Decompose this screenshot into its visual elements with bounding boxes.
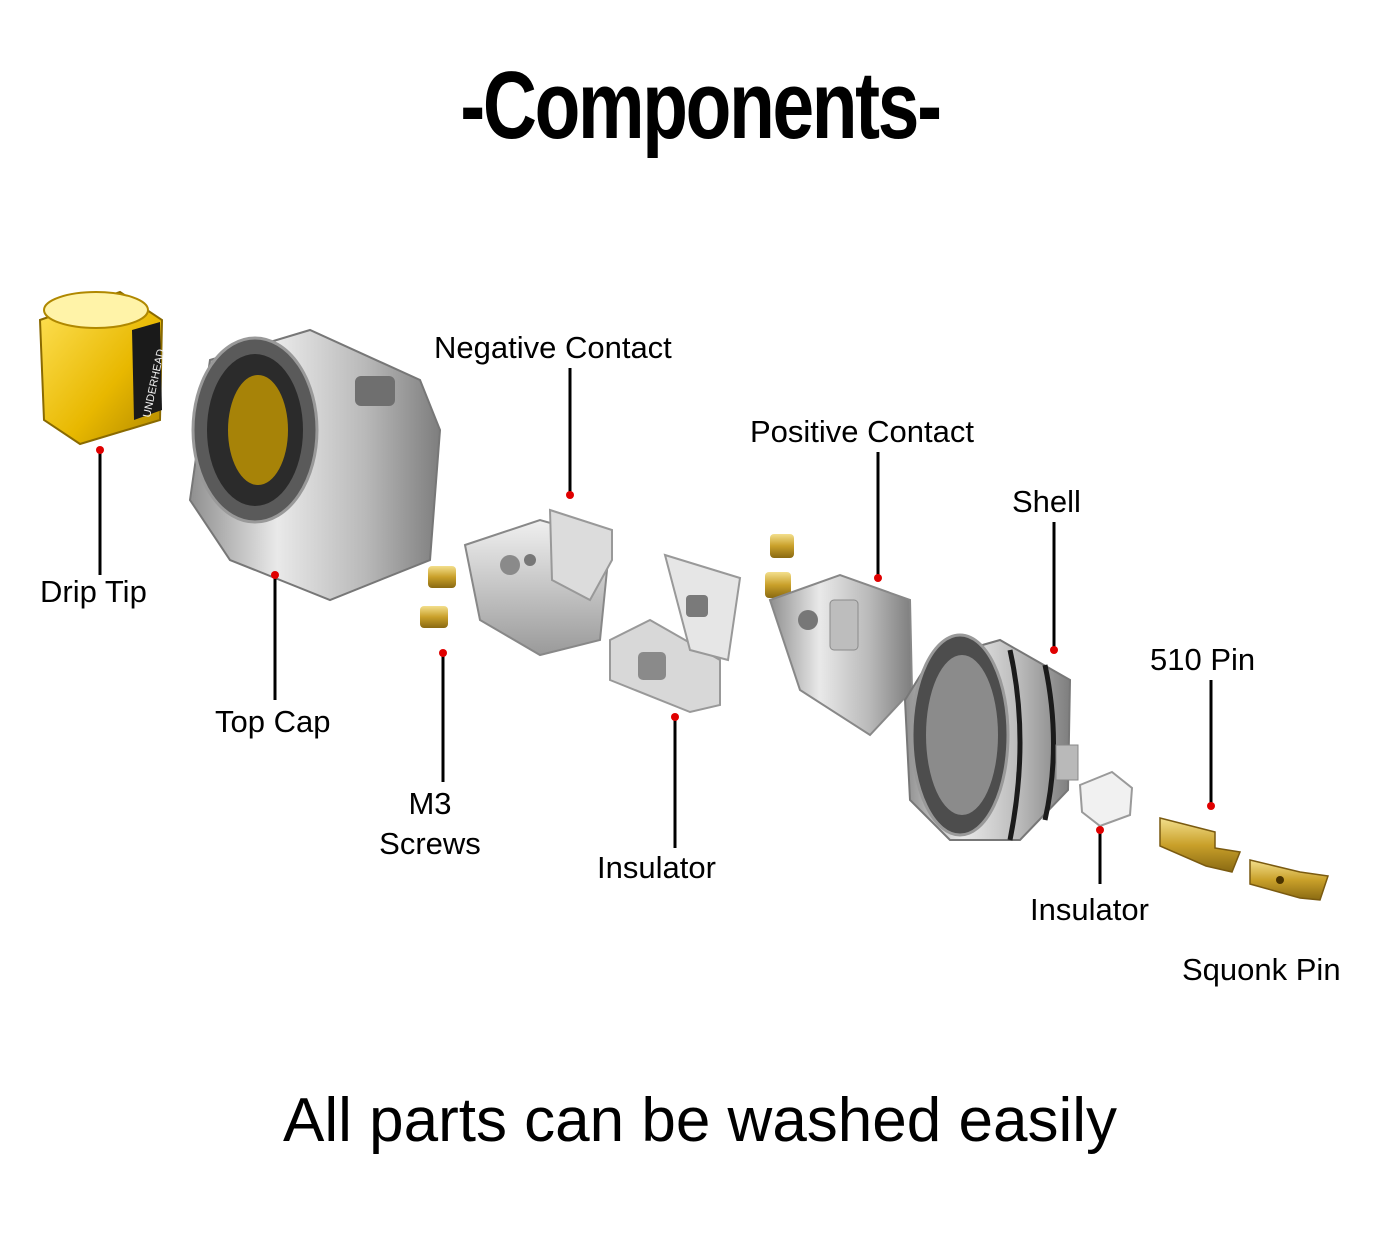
marker-shell [1050,646,1058,654]
label-m3-screws-line1: M3 [408,786,452,821]
label-m3-screws: M3 Screws [370,784,490,865]
positive-contact-screws [765,534,794,598]
marker-top-cap [271,571,279,579]
label-drip-tip: Drip Tip [40,574,147,609]
marker-drip-tip [96,446,104,454]
m3-screws-part [420,566,456,628]
marker-510-pin [1207,802,1215,810]
insulator-center-part [609,553,742,714]
label-squonk-pin: Squonk Pin [1182,952,1341,987]
label-shell: Shell [1012,484,1081,519]
label-510-pin: 510 Pin [1150,642,1256,677]
marker-insulator-right [1096,826,1104,834]
label-positive-contact: Positive Contact [750,414,974,449]
negative-contact-part [463,508,613,657]
squonk-pin-part [1249,859,1329,901]
label-insulator-right: Insulator [1030,892,1149,927]
marker-insulator-center [671,713,679,721]
markers [96,446,1215,834]
marker-negative-contact [566,491,574,499]
label-negative-contact: Negative Contact [434,330,672,365]
label-m3-screws-line2: Screws [379,826,481,862]
drip-tip-part: UNDERHEAD [38,290,167,446]
label-top-cap: Top Cap [215,704,331,739]
leader-lines [98,368,1213,884]
footer-caption: All parts can be washed easily [282,1086,1117,1155]
positive-contact-part [768,573,914,737]
shell-part [903,633,1079,841]
marker-m3-screws [439,649,447,657]
marker-positive-contact [874,574,882,582]
insulator-right-part [1078,770,1134,828]
label-insulator-center: Insulator [597,850,716,885]
page-title: -Components- [460,52,942,159]
top-cap-part [188,328,442,602]
pin-510-part [1159,817,1242,873]
